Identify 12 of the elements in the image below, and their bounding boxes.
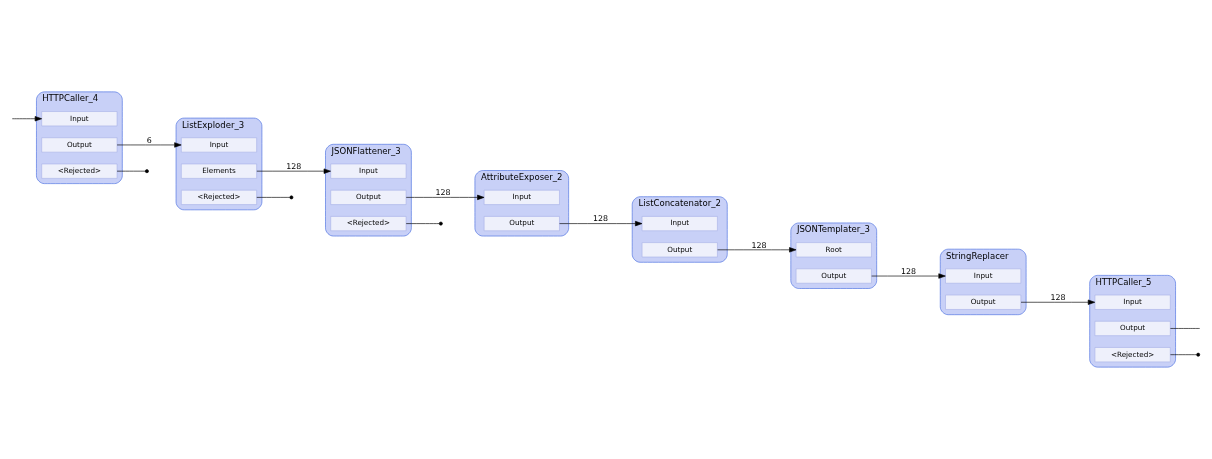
arrow: [116, 142, 182, 148]
arrow: [1020, 299, 1096, 305]
connector: [116, 170, 146, 172]
arrow: [871, 273, 946, 279]
arrow: [717, 247, 797, 253]
arrow: [256, 168, 331, 174]
arrow: [559, 221, 643, 227]
arrow: [11, 116, 42, 122]
connector: [405, 223, 440, 224]
connector: [1170, 354, 1197, 355]
arrow: [405, 194, 485, 200]
connector: [256, 197, 291, 198]
